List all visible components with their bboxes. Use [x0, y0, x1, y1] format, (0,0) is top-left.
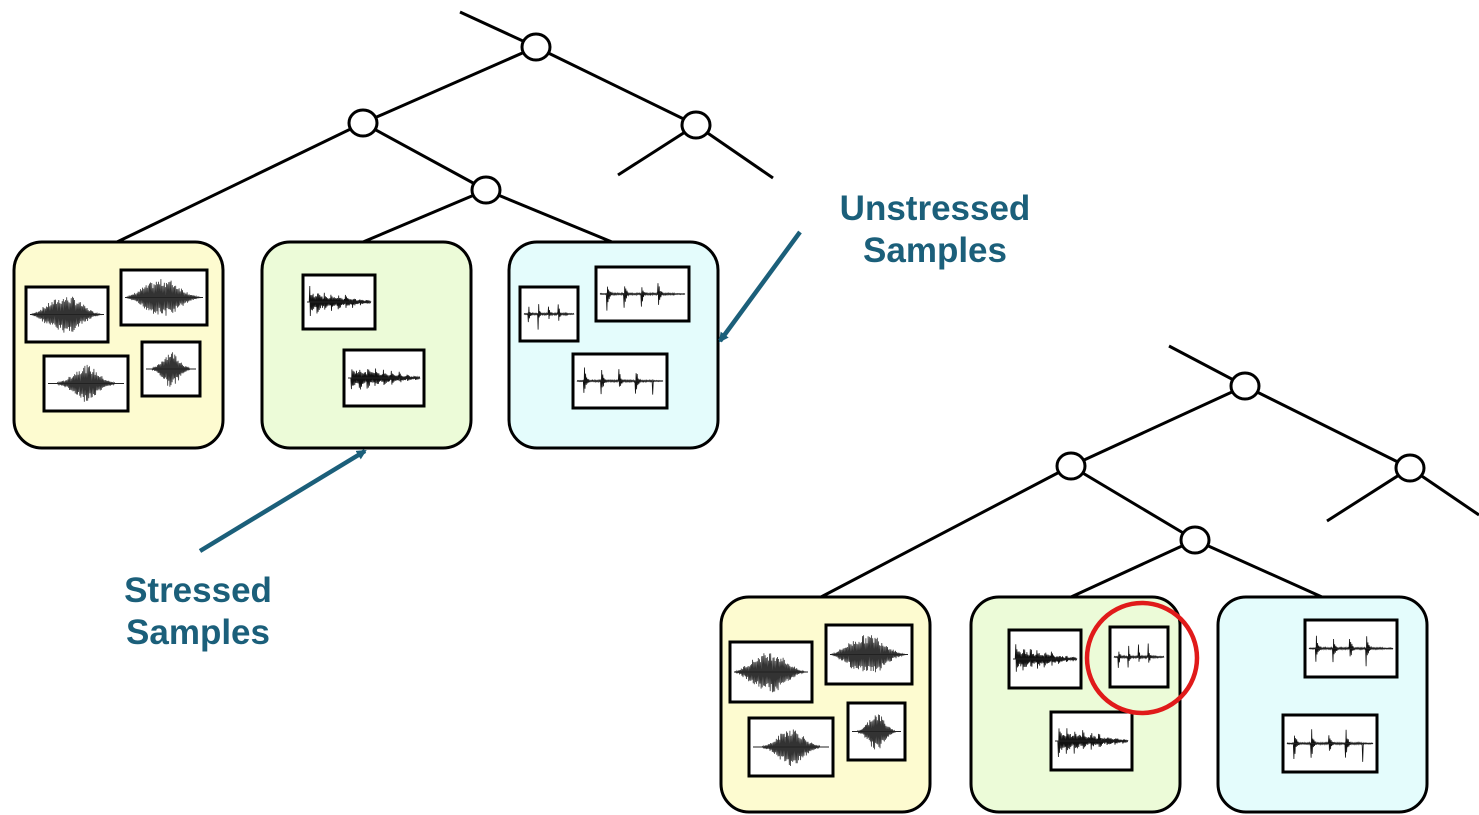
tree-node	[1055, 451, 1087, 481]
sample-thumbnail	[1303, 618, 1399, 679]
cluster-box-green	[260, 240, 473, 450]
unstressed-label-line1: Unstressed	[839, 189, 1031, 228]
sample-thumbnail	[518, 285, 580, 343]
sample-thumbnail	[594, 265, 691, 323]
sample-thumbnail	[24, 285, 110, 344]
tree-node	[347, 108, 379, 138]
waveform	[852, 714, 901, 750]
tree-nodes	[1055, 371, 1426, 555]
sample-thumbnail	[846, 701, 907, 762]
unstressed-arrow	[718, 230, 802, 343]
waveform	[829, 635, 908, 673]
sample-thumbnail	[119, 268, 209, 327]
sample-thumbnail	[1049, 710, 1134, 772]
stressed-label: Stressed Samples	[78, 570, 318, 654]
unstressed-label: Unstressed Samples	[805, 188, 1065, 272]
tree-before	[12, 10, 774, 450]
sample-thumbnail	[728, 640, 814, 704]
tree-node	[470, 175, 502, 205]
sample-thumbnail	[824, 623, 914, 686]
sample-thumbnail	[747, 716, 835, 778]
stressed-label-line1: Stressed	[124, 571, 272, 610]
highlight-circle	[1084, 600, 1200, 716]
waveform	[29, 296, 104, 333]
stressed-arrow	[198, 449, 367, 553]
tree-node	[1179, 525, 1211, 555]
tree-edges	[820, 344, 1479, 599]
sample-thumbnail	[42, 354, 130, 413]
sample-thumbnail	[571, 352, 669, 410]
waveform	[733, 653, 808, 693]
sample-thumbnail	[140, 340, 202, 398]
sample-thumbnail	[1281, 713, 1379, 774]
tree-nodes	[347, 32, 712, 205]
tree-after	[719, 344, 1479, 814]
sample-thumbnail	[301, 273, 377, 331]
sample-thumbnail	[1007, 628, 1083, 690]
tree-edges	[116, 10, 774, 244]
waveform	[348, 368, 421, 390]
waveform	[124, 279, 203, 316]
waveform	[1286, 729, 1374, 762]
tree-node	[1394, 453, 1426, 483]
sample-thumbnail	[342, 348, 426, 408]
sample-thumbnail	[1108, 625, 1170, 689]
tree-node	[520, 32, 552, 62]
stressed-label-line2: Samples	[126, 613, 270, 652]
tree-node	[1229, 371, 1261, 401]
unstressed-label-line2: Samples	[863, 231, 1007, 270]
tree-node	[680, 110, 712, 140]
